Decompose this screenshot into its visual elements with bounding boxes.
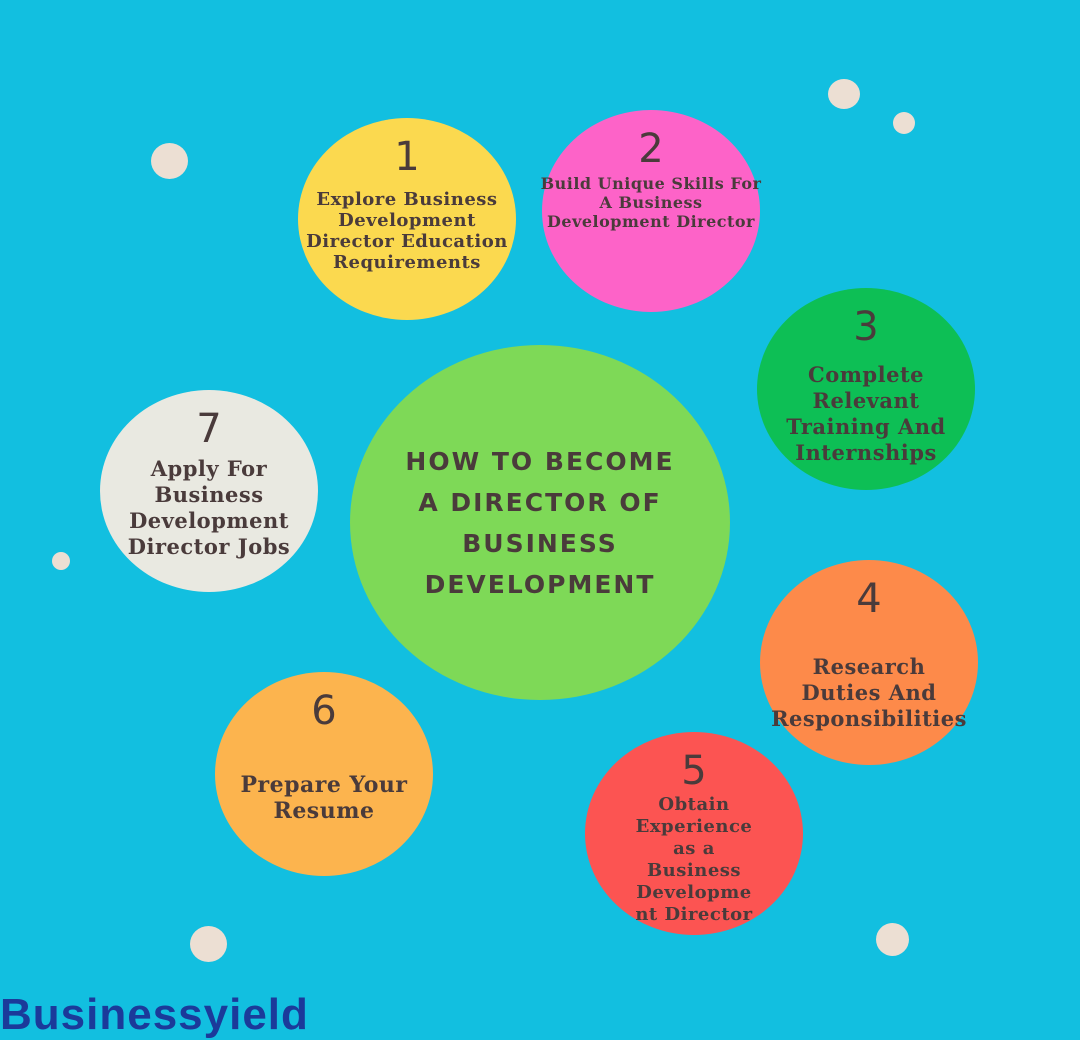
step-label-line: Complete xyxy=(807,362,925,387)
step-number: 5 xyxy=(681,748,707,794)
step-label-line: Requirements xyxy=(333,252,481,273)
title-line: DEVELOPMENT xyxy=(424,569,656,599)
decorative-dot xyxy=(893,112,915,134)
step-label-line: Resume xyxy=(273,798,375,824)
step-label-line: Apply For xyxy=(150,456,268,481)
title-line: HOW TO BECOME xyxy=(405,446,675,476)
step-number: 1 xyxy=(394,134,420,180)
step-label-line: nt Director xyxy=(635,904,753,925)
step-label-line: Director Education xyxy=(306,231,508,252)
step-label-line: Internships xyxy=(795,440,937,465)
step-label-line: Relevant xyxy=(812,388,920,413)
step-label-line: Development xyxy=(129,508,289,533)
step-label-line: Development xyxy=(338,210,476,231)
step-number: 3 xyxy=(853,304,879,350)
step-label-line: Explore Business xyxy=(316,189,498,210)
step-number: 6 xyxy=(311,688,337,734)
step-label-line: A Business xyxy=(599,193,703,212)
step-label-line: Experience xyxy=(635,816,753,837)
businessyield-logo: Businessyield xyxy=(0,990,309,1039)
decorative-dot xyxy=(828,79,860,109)
step-label-line: Director Jobs xyxy=(127,534,291,559)
center-title-circle: HOW TO BECOME A DIRECTOR OF BUSINESS DEV… xyxy=(350,345,730,700)
decorative-dot xyxy=(52,552,70,570)
step-label-line: Training And xyxy=(786,414,946,439)
step-label-line: as a xyxy=(673,838,715,859)
step-label-line: Duties And xyxy=(801,680,937,705)
step-label-line: Obtain xyxy=(658,794,730,815)
decorative-dot xyxy=(876,923,909,956)
step-label-line: Developme xyxy=(636,882,752,903)
step-label-line: Business xyxy=(646,860,742,881)
decorative-dot xyxy=(151,143,188,179)
step-number: 7 xyxy=(196,406,222,452)
step-label-line: Responsibilities xyxy=(771,706,967,731)
decorative-dot xyxy=(190,926,227,962)
title-line: BUSINESS xyxy=(462,528,618,558)
step-label-line: Development Director xyxy=(547,212,755,231)
step-label-line: Business xyxy=(154,482,264,507)
title-line: A DIRECTOR OF xyxy=(418,487,662,517)
step-label-line: Build Unique Skills For xyxy=(540,174,762,193)
step-label-line: Prepare Your xyxy=(240,772,408,798)
step-number: 2 xyxy=(638,126,664,172)
step-number: 4 xyxy=(856,576,882,622)
step-label-line: Research xyxy=(812,654,926,679)
